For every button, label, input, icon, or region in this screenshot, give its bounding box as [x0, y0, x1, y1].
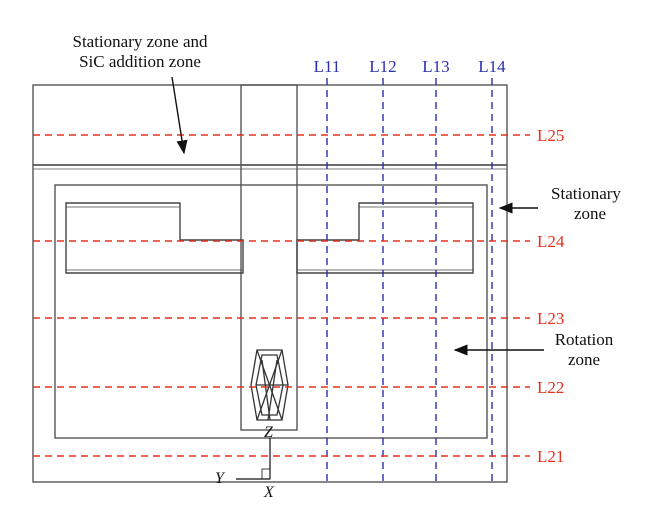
rotation-label-line1: Rotation: [555, 330, 614, 349]
stationary-sic-label-line2: SiC addition zone: [79, 52, 201, 71]
stationary-sic-arrow: [171, 76, 188, 155]
vertical-line-label-l14: L14: [478, 57, 506, 76]
horizontal-line-label-l22: L22: [537, 378, 564, 397]
y-axis-label: Y: [215, 470, 226, 487]
rotation-label-line2: zone: [568, 350, 600, 369]
shaft-outline: [240, 84, 298, 431]
vertical-line-label-l13: L13: [422, 57, 449, 76]
horizontal-line-label-l24: L24: [537, 232, 565, 251]
right-blade: [296, 202, 474, 274]
left-blade: [65, 202, 244, 274]
coordinate-axes: [236, 438, 271, 480]
rotation-zone-boundary: [54, 184, 488, 439]
vertical-line-label-l11: L11: [314, 57, 341, 76]
horizontal-line-label-l25: L25: [537, 126, 564, 145]
z-axis-label: Z: [264, 424, 274, 441]
vertical-line-label-l12: L12: [369, 57, 396, 76]
origin-marker: [261, 468, 271, 480]
stationary-label-line2: zone: [574, 204, 606, 223]
x-axis-label: X: [263, 484, 275, 501]
impeller-blades: [65, 202, 474, 274]
stationary-label-line1: Stationary: [551, 184, 621, 203]
stirrer-line-4: [267, 359, 278, 421]
annotations: Stationary zone and SiC addition zone St…: [72, 32, 621, 369]
stirrer-element: [250, 349, 289, 421]
stationary-sic-label-line1: Stationary zone and: [72, 32, 208, 51]
horizontal-line-label-l23: L23: [537, 309, 564, 328]
stirrer-line-3: [261, 359, 271, 421]
vertical-measurement-lines: L11 L12 L13 L14: [314, 57, 506, 482]
horizontal-line-label-l21: L21: [537, 447, 564, 466]
